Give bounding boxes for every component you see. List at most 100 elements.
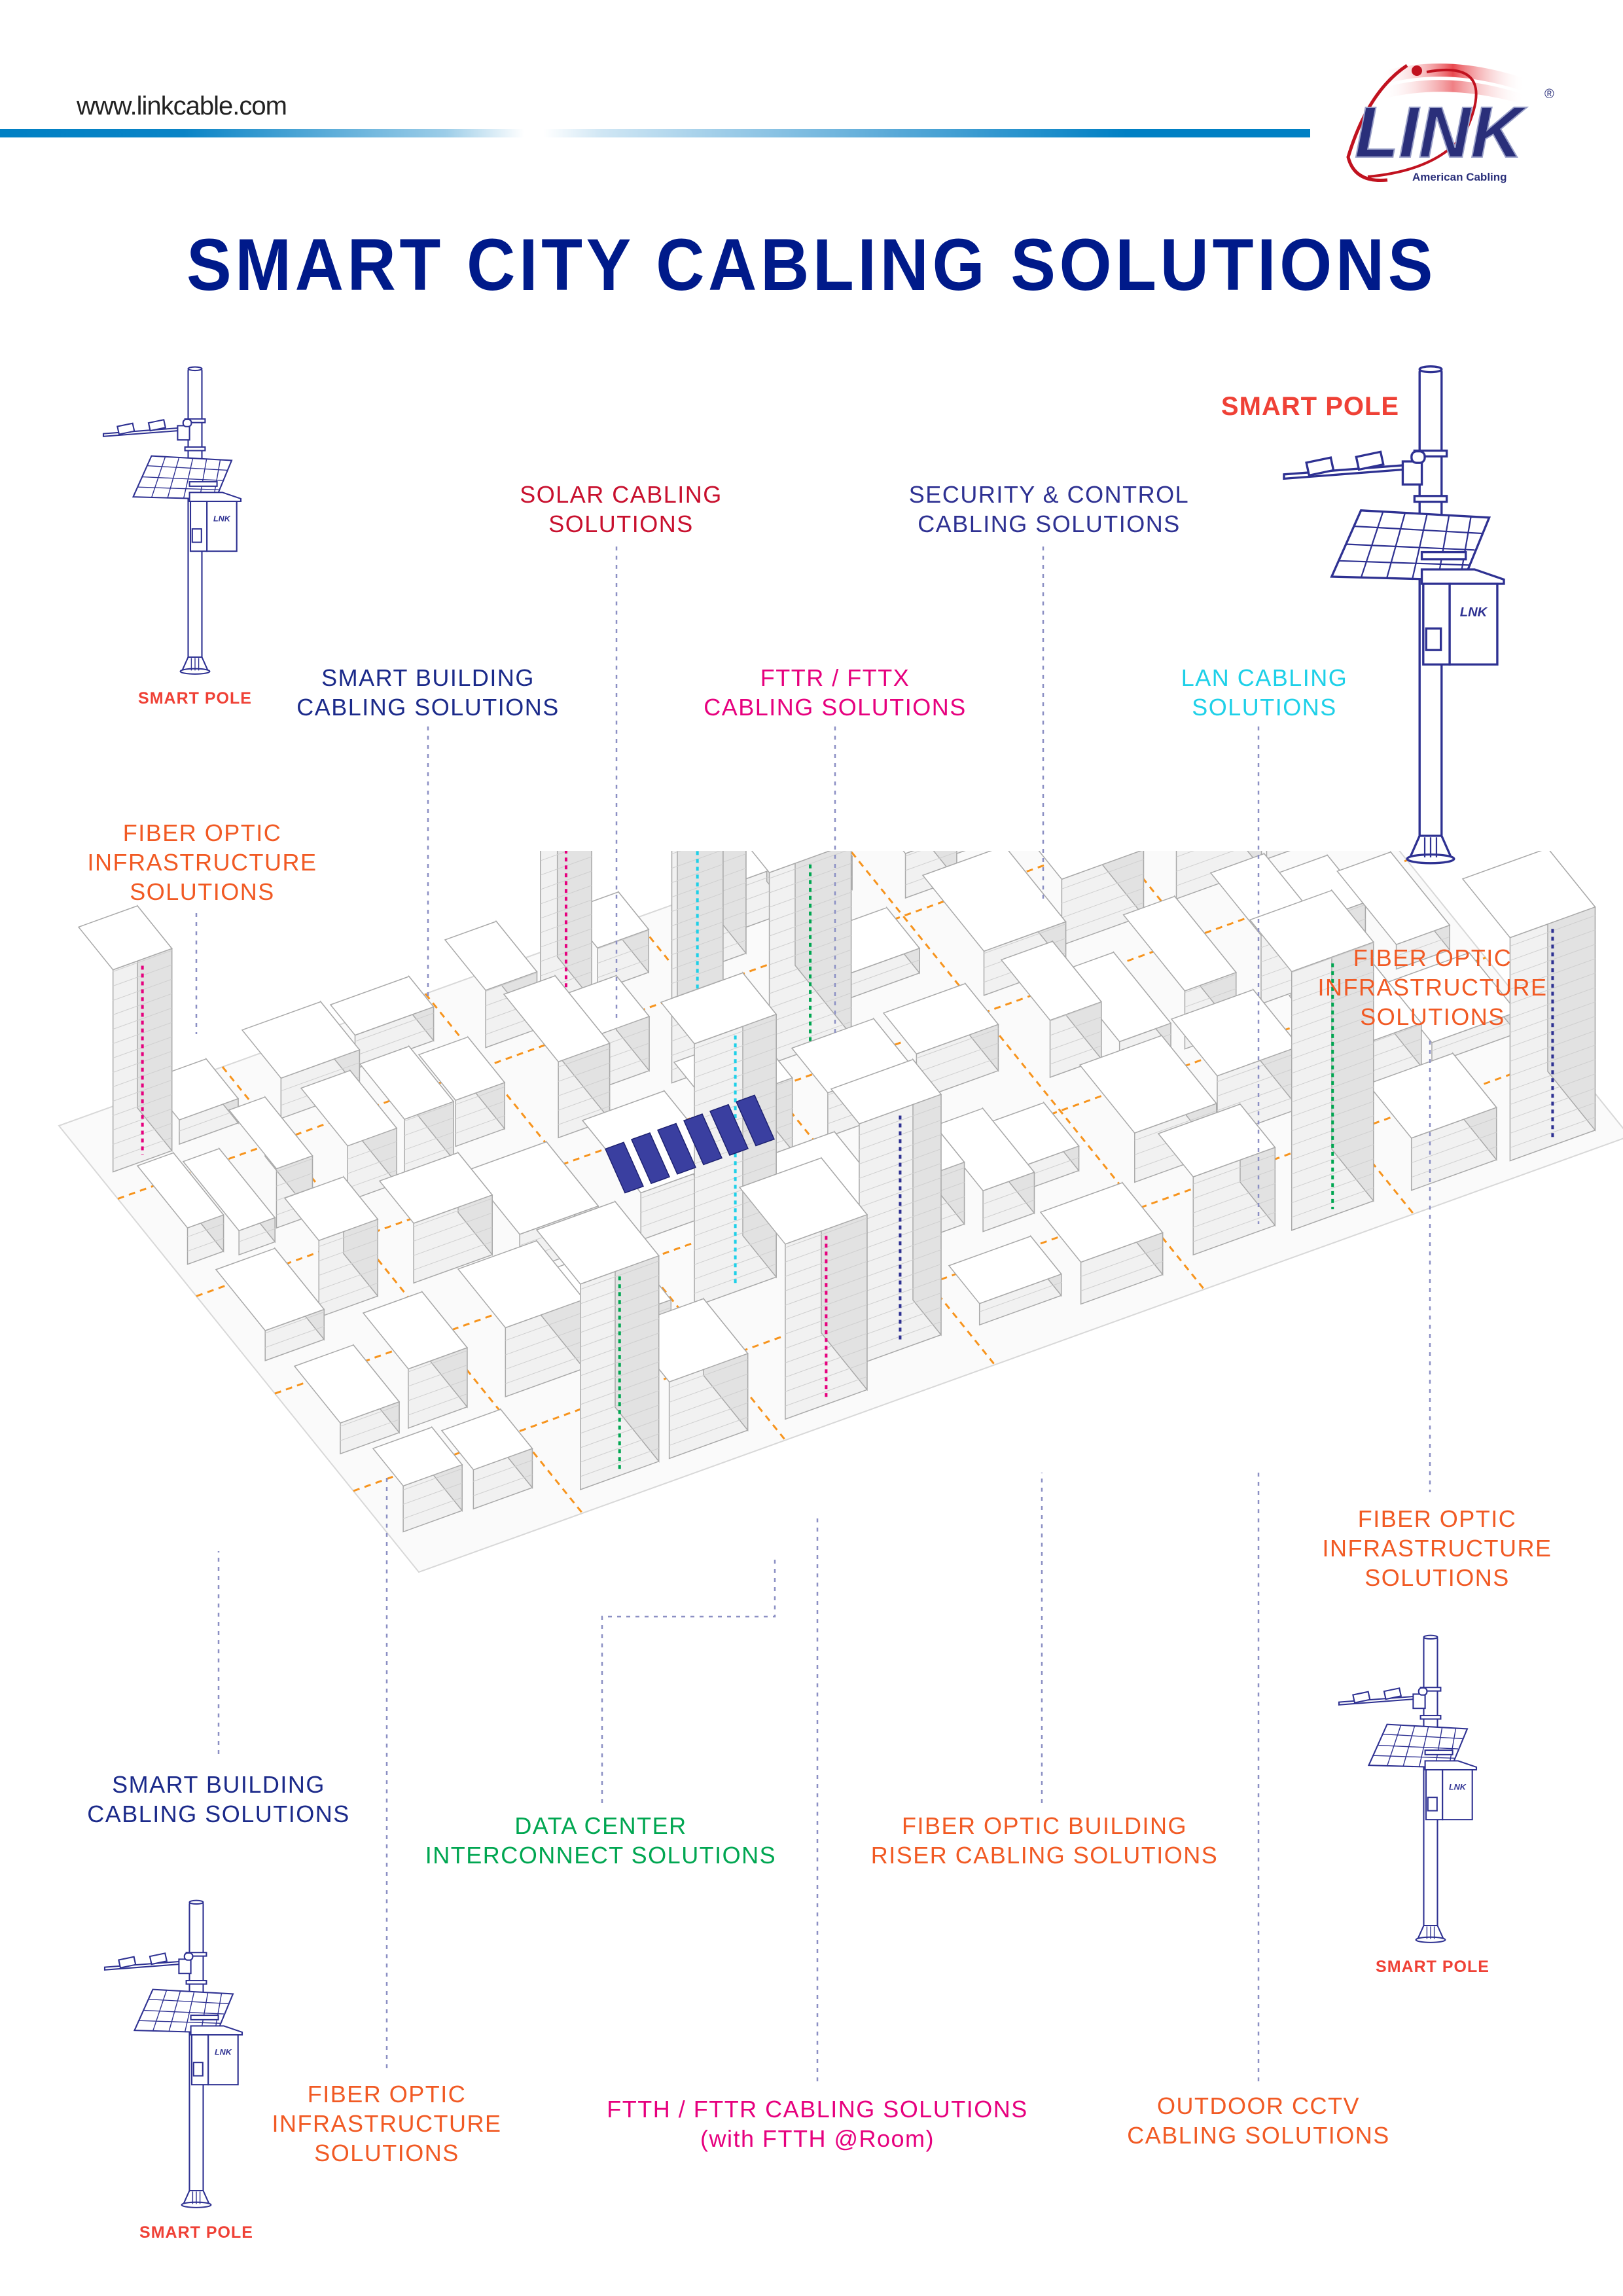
building-floor-line [1185,988,1236,1008]
building-roof [293,1344,401,1424]
building-floor-line [859,1278,942,1308]
building-floor-line [340,1419,400,1441]
building-floor-line [408,1350,468,1372]
building-floor-line [319,1225,378,1247]
svg-text:LINK: LINK [1355,92,1527,173]
building-floor-line [281,1062,360,1092]
building-floor-line [455,1115,505,1134]
building-floor-line [473,1474,533,1496]
building-floor-line [1291,1158,1374,1189]
building-roof [948,1235,1062,1304]
building-floor-line [558,1048,610,1067]
building-floor-line [355,1027,434,1056]
solar-panel [604,1141,645,1194]
building-floor-line [1080,1246,1163,1277]
building-floor-line [785,1376,868,1407]
building-floor-line [671,964,724,984]
building-floor-line [671,978,724,999]
building-roof [228,1096,313,1170]
smart-pole-label-bottom-left: SMART POLE [139,2223,253,2242]
building-floor-line [785,1217,868,1248]
building-floor-line [785,1304,868,1335]
smart-pole-label-top-right: SMART POLE [1221,392,1400,421]
building-floor-line [669,1388,748,1417]
building-floor-line [1185,974,1236,994]
building-floor-line [1291,1072,1374,1103]
building-roof [1366,1052,1497,1139]
building-floor-line [580,1347,659,1376]
building-floor-line [276,1187,313,1201]
building-floor-line [505,1355,584,1384]
building-floor-line [1193,1183,1275,1213]
building-roof [440,1408,533,1471]
building-roof [182,1148,276,1232]
building-floor-line [859,1105,942,1136]
solar-panel [630,1132,671,1185]
building-floor-line [319,1253,378,1276]
building-floor-line [558,1077,610,1096]
building-roof [136,1152,224,1229]
building-floor-line [1396,936,1450,957]
building-roof [1461,851,1596,939]
building-roof [1038,851,1142,880]
link-american-cabling-logo: LINK ® American Cabling [1346,63,1554,183]
building-roof [359,1045,455,1120]
building-roof [1079,1035,1218,1134]
building-floor-line [984,924,1066,954]
building-floor-line [1411,1132,1497,1164]
building-floor-line [558,1091,610,1111]
building-floor-line [1061,902,1144,933]
building-roof [931,1107,1035,1192]
building-roof [77,905,173,971]
building-floor-line [859,1177,942,1208]
building-floor-line [785,1289,868,1320]
smart-pole-label-bottom-right: SMART POLE [1376,1958,1489,1976]
building-floor-line [319,1239,378,1262]
building-floor-line [1411,1117,1497,1149]
building-floor-line [348,1155,397,1174]
building-floor-line [769,851,847,879]
building-floor-line [1193,1154,1275,1185]
building-floor-line [1061,888,1144,918]
building-floor-line [580,1275,659,1304]
building-floor-line [580,1433,659,1463]
building-floor-line [1176,851,1194,857]
building-floor-line [413,1198,493,1227]
building-floor-line [276,1158,313,1172]
fiber-road-line [117,851,1088,1200]
building-roof [1249,889,1374,973]
building-roof [1000,941,1103,1021]
building-floor-line [1061,873,1144,904]
building-floor-line [1510,944,1596,976]
building-floor-line [1134,1110,1217,1141]
building-roof [329,976,435,1036]
building-floor-line [319,1282,378,1305]
building-floor-line [113,993,172,1015]
building-roof [882,982,999,1055]
building-roof [1122,895,1238,992]
building-floor-line [785,1361,868,1392]
building-floor-line [694,1263,777,1294]
building-floor-line [1411,1146,1497,1178]
building-floor-line [340,1405,400,1427]
building-roof [215,1247,325,1331]
building-floor-line [669,1373,748,1403]
building-floor-line [408,1379,468,1401]
building-floor-line [455,1086,505,1105]
building-floor-line [671,950,724,970]
building-floor-line [580,1361,659,1391]
building-floor-line [859,1263,942,1294]
building-roof [503,975,611,1063]
building-floor-line [769,935,851,965]
building-floor-line [540,885,592,905]
smart-pole-top-left [102,366,242,675]
building-floor-line [1291,1058,1374,1088]
building-floor-line [859,1162,942,1193]
building-roof [738,1157,868,1245]
building-floor-line [187,1238,224,1252]
website-url[interactable]: www.linkcable.com [77,92,287,120]
isometric-city-illustration [58,851,1623,1573]
